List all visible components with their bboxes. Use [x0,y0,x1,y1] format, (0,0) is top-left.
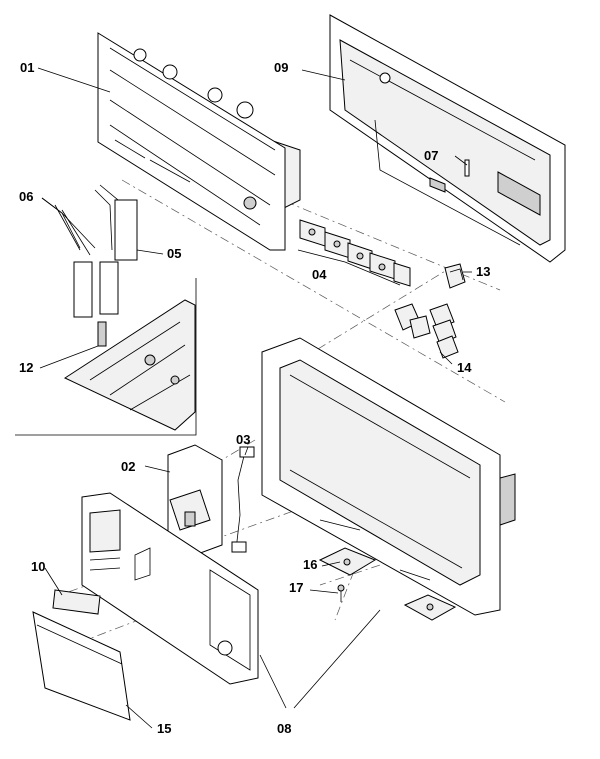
part-14-fasteners [394,303,459,359]
part-09-housing-back [329,14,566,263]
part-05-06-harness [54,184,138,347]
callout-15: 15 [157,721,172,736]
part-03-ribbon-cable [231,446,255,553]
part-04-terminal-blocks [299,219,411,287]
callout-02: 02 [121,459,136,474]
callout-04: 04 [312,267,327,282]
part-16-bracket [318,547,457,621]
callout-14: 14 [457,360,472,375]
callout-06: 06 [19,189,34,204]
callout-08: 08 [277,721,292,736]
part-02-transformer [167,444,223,556]
leader-lines [37,67,472,729]
part-13-clip [444,263,466,289]
callout-07: 07 [424,148,439,163]
part-10-small-cover [52,589,101,615]
callout-03: 03 [236,432,251,447]
callout-13: 13 [476,264,491,279]
callout-12: 12 [19,360,34,375]
callout-05: 05 [167,246,182,261]
part-08-front-frame [261,337,516,616]
part-01-main-pcb [97,32,301,251]
callout-09: 09 [274,60,289,75]
part-08-control-panel [81,492,259,685]
callout-16: 16 [303,557,318,572]
callout-17: 17 [289,580,304,595]
part-15-front-cover [32,611,131,721]
callout-10: 10 [31,559,46,574]
part-17-screw [337,584,345,602]
panel-inset [15,278,197,436]
callout-01: 01 [20,60,35,75]
